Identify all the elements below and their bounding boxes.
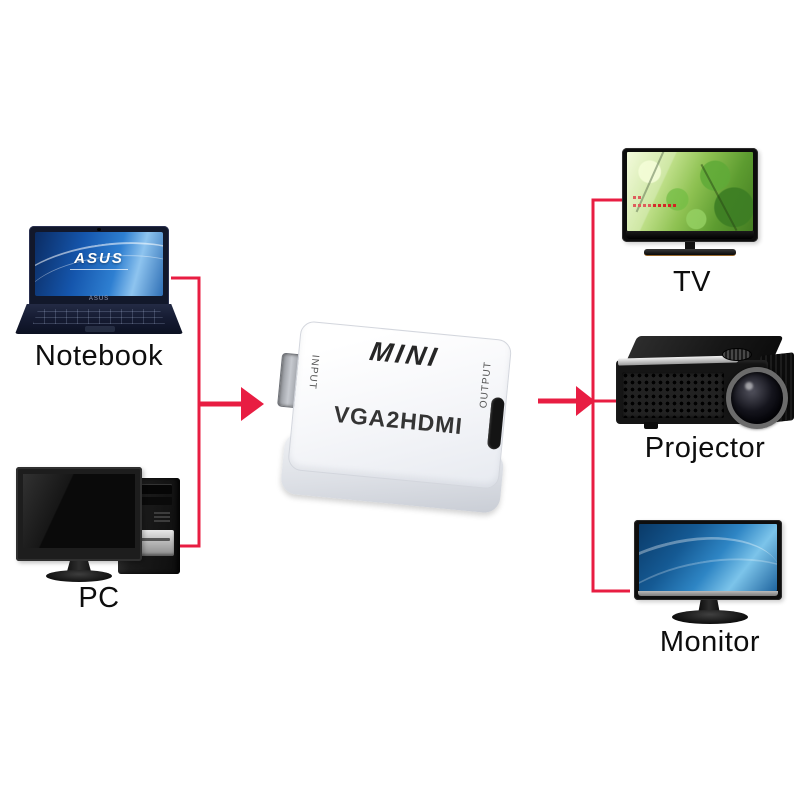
tv-frame [622,148,758,242]
input-arrow-head [241,387,264,421]
tv-screen [627,152,753,231]
monitor-label: Monitor [659,626,761,658]
notebook-touchpad [85,326,115,332]
monitor-screen [639,524,777,591]
right-bracket-line [591,198,630,593]
notebook-label: Notebook [34,340,164,372]
notebook-image: ASUS ASUS [15,226,183,334]
pc-image [16,462,182,584]
converter-model: VGA2HDMI [332,400,464,440]
pc-monitor [16,467,142,561]
focus-wheel [722,348,752,361]
monitor-image [634,520,786,624]
tv-image [622,148,762,260]
pc-monitor-screen [23,474,135,548]
converter-image: MINI VGA2HDMI INPUT OUTPUT [277,320,513,516]
notebook-wallpaper: ASUS [35,232,163,296]
notebook-keyboard-deck [15,304,183,334]
projector-lens [726,367,788,429]
pc-label: PC [78,582,120,614]
output-arrow-head [576,386,595,416]
notebook-screen-brand: ASUS [35,250,163,270]
notebook-screen: ASUS ASUS [29,226,169,306]
webcam-dot [97,228,101,231]
converter-top-face: MINI VGA2HDMI INPUT OUTPUT [287,320,513,490]
notebook-keys [33,309,165,324]
projector-label: Projector [644,432,766,464]
notebook-bezel-brand: ASUS [88,296,110,302]
projector-grille [622,372,724,418]
converter-brand: MINI [367,336,443,373]
tv-label: TV [672,266,712,298]
monitor-frame [634,520,782,600]
projector-image [616,334,794,430]
left-bracket-line [171,276,201,548]
